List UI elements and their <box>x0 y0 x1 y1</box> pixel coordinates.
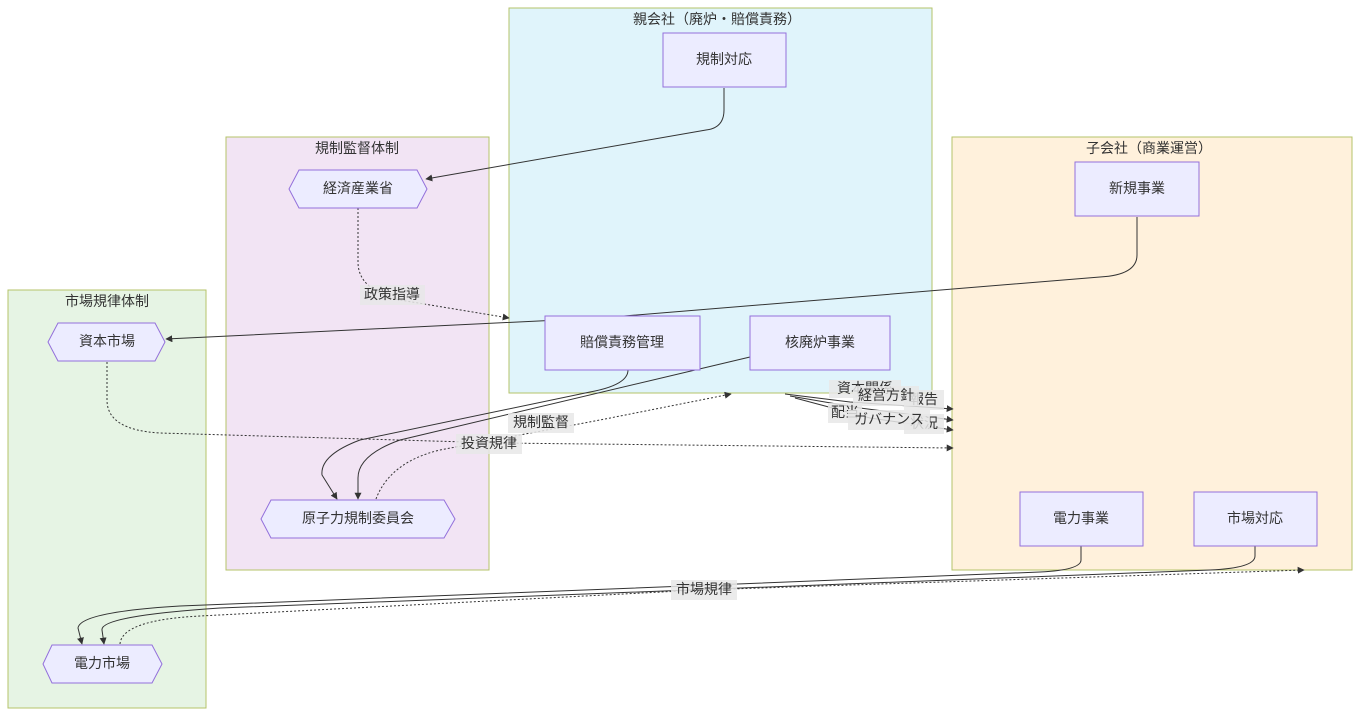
node-meti[interactable]: 経済産業省 <box>288 169 428 209</box>
cluster-parent-title: 親会社（廃炉・賠償責務） <box>633 11 801 28</box>
node-denryoku-jigyo[interactable]: 電力事業 <box>1019 491 1144 547</box>
svg-text:経営方針: 経営方針 <box>858 388 914 404</box>
node-shinki[interactable]: 新規事業 <box>1074 161 1200 217</box>
node-haiiro[interactable]: 核廃炉事業 <box>749 315 891 371</box>
svg-text:資本市場: 資本市場 <box>79 333 135 350</box>
node-denryoku-shijo[interactable]: 電力市場 <box>42 644 163 684</box>
edge-label-toushi: 投資規律 <box>456 434 522 454</box>
edge-shinki-to-shihon <box>165 217 1138 343</box>
edge-haiiro-to-nra <box>354 356 751 500</box>
svg-text:政策指導: 政策指導 <box>364 286 420 303</box>
node-baisho[interactable]: 賠償責務管理 <box>544 315 701 371</box>
svg-text:規制監督: 規制監督 <box>513 414 569 431</box>
svg-text:賠償責務管理: 賠償責務管理 <box>580 335 664 351</box>
edge-shijo-to-sub-discipline <box>119 566 1305 645</box>
edge-denryoku-jigyo-to-shijo <box>77 546 1082 645</box>
svg-text:ガバナンス: ガバナンス <box>854 412 924 428</box>
svg-text:核廃炉事業: 核廃炉事業 <box>785 334 855 351</box>
edge-nra-to-parent-supervision <box>375 391 732 500</box>
edge-shihon-to-sub-invest <box>106 362 954 452</box>
svg-text:電力事業: 電力事業 <box>1053 511 1109 527</box>
cluster-subsidiary-title: 子会社（商業運営） <box>1086 141 1212 157</box>
edge-label-shijo-kiritsu: 市場規律 <box>671 580 737 600</box>
edge-label-seisaku: 政策指導 <box>360 285 425 305</box>
edge-kisei-to-meti <box>425 88 725 182</box>
node-shihon[interactable]: 資本市場 <box>47 322 166 362</box>
svg-text:市場規律: 市場規律 <box>676 581 732 598</box>
edge-baisho-to-nra <box>321 369 629 500</box>
svg-text:市場対応: 市場対応 <box>1227 510 1283 527</box>
node-nra[interactable]: 原子力規制委員会 <box>260 499 456 539</box>
svg-text:新規事業: 新規事業 <box>1109 181 1165 197</box>
cluster-regulatory-title: 規制監督体制 <box>315 140 399 157</box>
svg-text:原子力規制委員会: 原子力規制委員会 <box>302 511 414 527</box>
svg-text:規制対応: 規制対応 <box>696 52 752 68</box>
node-shijo-taiou[interactable]: 市場対応 <box>1193 491 1318 547</box>
edge-label-kisei-kantoku: 規制監督 <box>508 413 574 433</box>
edge-label-governance: ガバナンス <box>848 410 930 430</box>
edge-label-keiei: 経営方針 <box>853 386 919 406</box>
svg-text:投資規律: 投資規律 <box>461 436 517 452</box>
cluster-market-title: 市場規律体制 <box>65 293 149 310</box>
svg-text:経済産業省: 経済産業省 <box>323 181 393 197</box>
svg-text:電力市場: 電力市場 <box>74 655 130 672</box>
node-kisei-taiou[interactable]: 規制対応 <box>662 32 787 88</box>
edge-shijo-taiou-to-shijo <box>99 546 1256 645</box>
